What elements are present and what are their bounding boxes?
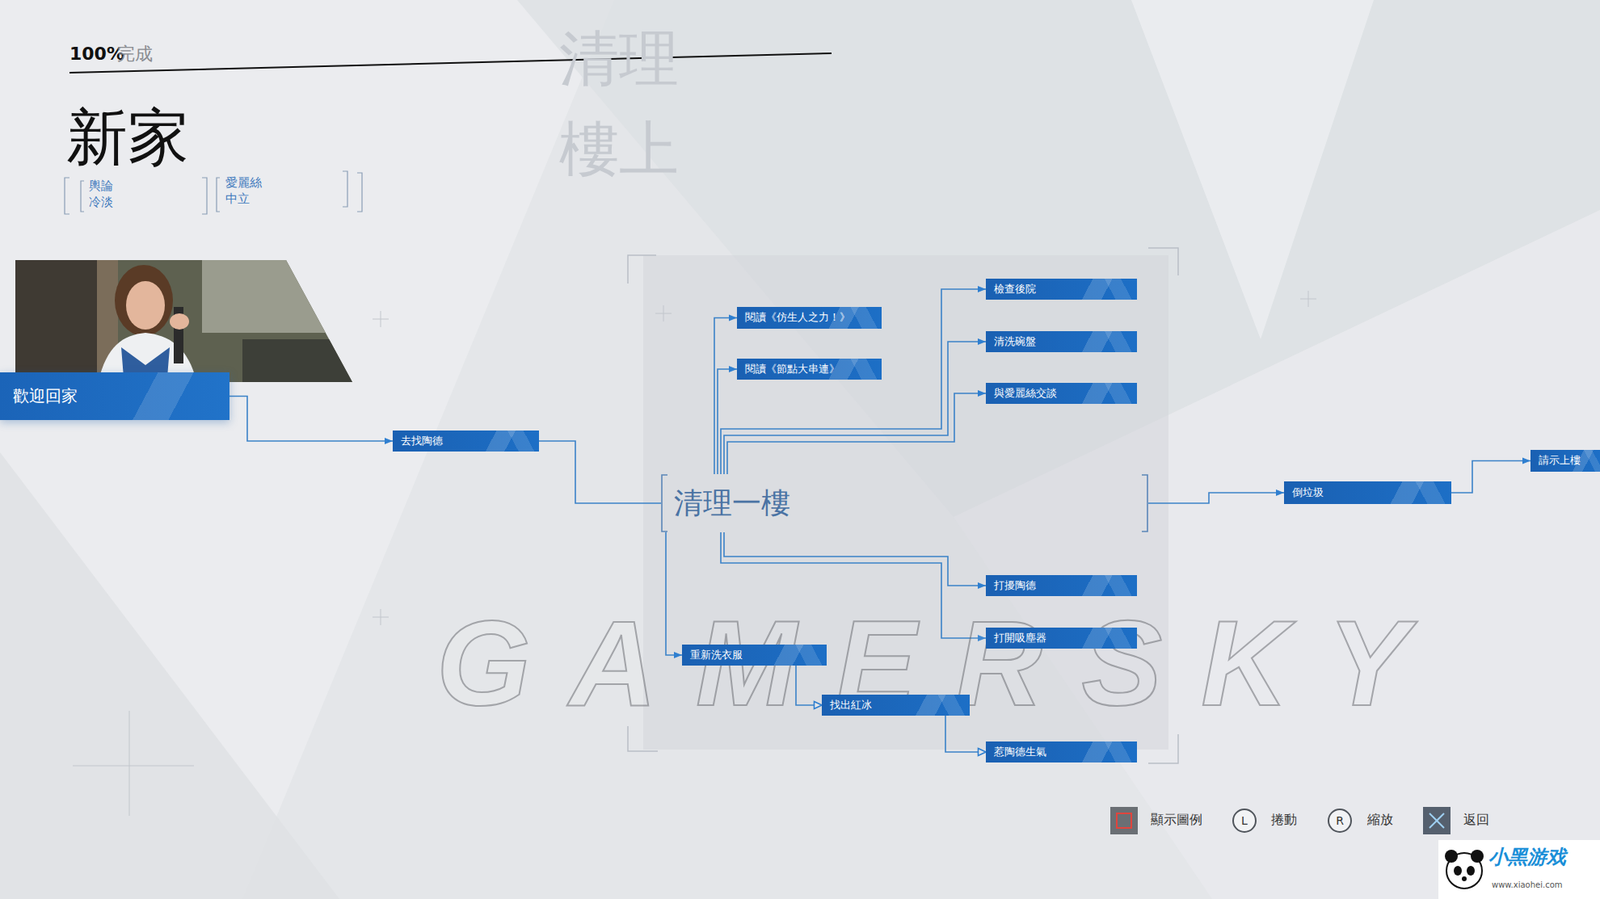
task-box: 惹陶德生氣 [985, 741, 1137, 763]
task-box: 請示上樓 [1530, 450, 1600, 472]
flow-connector [1451, 461, 1531, 494]
flow-connector [1148, 492, 1285, 504]
logo-text: 小黑游戏 [1488, 846, 1567, 870]
control-hint: 顯示圖例 [1150, 812, 1203, 828]
task-box: 閱讀《節點大串連》 [736, 358, 882, 380]
control-hint: 返回 [1463, 812, 1490, 828]
control-hint: 縮放 [1367, 812, 1394, 828]
task-box: 重新洗衣服 [682, 644, 827, 666]
task-label: 重新洗衣服 [690, 648, 743, 663]
bracket-line [661, 475, 1148, 532]
task-label: 請示上樓 [1538, 454, 1581, 468]
task-label: 惹陶德生氣 [993, 745, 1047, 760]
task-label: 閱讀《節點大串連》 [745, 362, 840, 377]
flow-connector [727, 393, 986, 475]
task-box: 找出紅冰 [821, 694, 970, 716]
ghost-heading: 清理 [559, 24, 679, 93]
button-glyph: L [1241, 814, 1248, 828]
flow-connector [724, 532, 986, 586]
task-label: 打開吸塵器 [993, 631, 1047, 646]
flow-connector [720, 532, 986, 639]
task-label: 倒垃圾 [1292, 486, 1324, 501]
progress-number: 100% [69, 43, 125, 64]
flow-connector [665, 532, 683, 656]
flow-connector [795, 665, 822, 706]
task-box: 打開吸塵器 [985, 627, 1137, 649]
start-box: 歡迎回家 [0, 372, 230, 421]
task-label: 清洗碗盤 [993, 335, 1036, 350]
section-title: 清理一樓 [673, 484, 791, 524]
logo-url: www.xiaohei.com [1491, 880, 1563, 891]
ghost-heading: 樓上 [559, 114, 679, 184]
flow-connector [229, 396, 393, 443]
task-box: 打擾陶德 [985, 575, 1137, 597]
task-box: 倒垃圾 [1284, 481, 1452, 505]
task-label: 與愛麗絲交談 [993, 387, 1057, 401]
flow-connector [538, 441, 662, 504]
task-box: 檢查後院 [985, 278, 1137, 300]
task-label: 找出紅冰 [829, 698, 872, 713]
section-bracket: 清理一樓 [661, 474, 1149, 533]
task-label: 檢查後院 [993, 282, 1036, 297]
flow-connector [714, 318, 737, 476]
task-box: 閱讀《仿生人之力！》 [736, 307, 882, 329]
task-label: 打擾陶德 [993, 579, 1036, 594]
task-box: 去找陶德 [392, 430, 539, 452]
task-label: 歡迎回家 [12, 385, 78, 408]
flow-connector [724, 341, 986, 475]
task-box: 與愛麗絲交談 [985, 383, 1137, 405]
task-label: 閱讀《仿生人之力！》 [745, 311, 851, 325]
stat-value: 中立 [225, 192, 250, 207]
button-glyph: R [1335, 814, 1344, 828]
flow-connector [945, 715, 986, 753]
control-hint: 捲動 [1271, 812, 1297, 828]
task-label: 去找陶德 [400, 434, 443, 449]
level-title: 新家 [66, 96, 190, 181]
stat-value: 冷淡 [88, 195, 114, 210]
stat-name: 愛麗絲 [225, 176, 262, 190]
stat-name: 輿論 [88, 179, 114, 194]
progress-text: 完成 [117, 43, 153, 64]
task-box: 清洗碗盤 [985, 331, 1137, 353]
flow-connector [720, 289, 986, 475]
